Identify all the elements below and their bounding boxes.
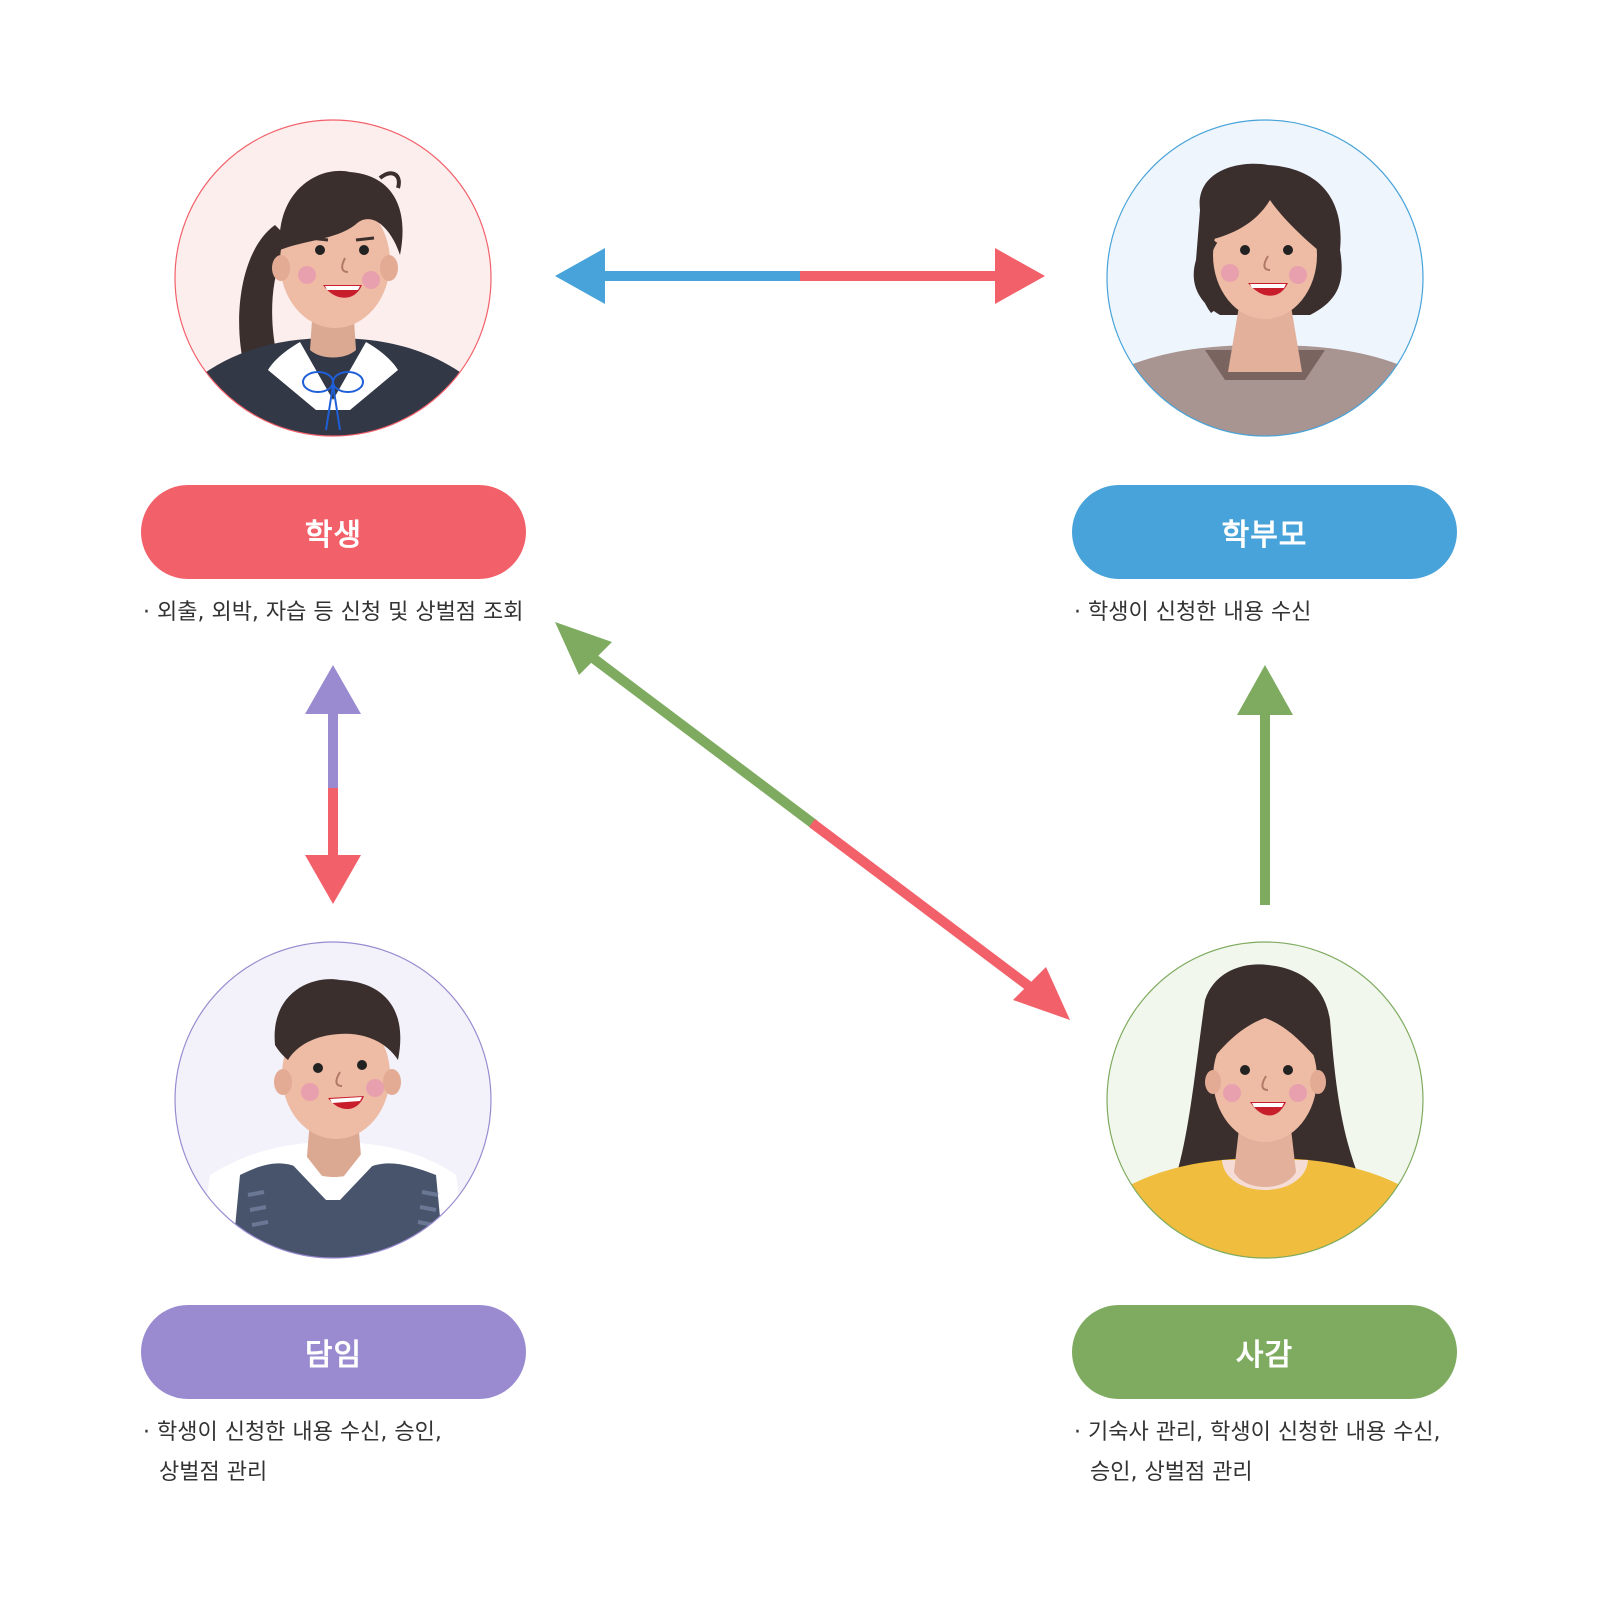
dorm-description-line-2: 승인, 상벌점 관리: [1090, 1460, 1253, 1485]
homeroom-teacher-avatar-icon: [174, 941, 492, 1259]
dorm-label-pill: 사감: [1072, 1305, 1457, 1399]
homeroom-label-pill: 담임: [141, 1305, 526, 1399]
parent-label-pill: 학부모: [1072, 485, 1457, 579]
dorm-supervisor-avatar-icon: [1106, 941, 1424, 1259]
arrow-student-parent: [555, 248, 1045, 304]
homeroom-description-line-2: 상벌점 관리: [159, 1460, 268, 1485]
parent-avatar-icon: [1106, 119, 1424, 437]
student-label-pill: 학생: [141, 485, 526, 579]
parent-description: · 학생이 신청한 내용 수신: [1074, 593, 1311, 633]
dorm-description-line-1: · 기숙사 관리, 학생이 신청한 내용 수신,: [1074, 1420, 1441, 1445]
arrow-student-dorm: [555, 622, 1070, 1020]
parent-description-line-1: · 학생이 신청한 내용 수신: [1074, 600, 1312, 625]
student-description: · 외출, 외박, 자습 등 신청 및 상벌점 조회: [143, 593, 524, 633]
homeroom-description-line-1: · 학생이 신청한 내용 수신, 승인,: [143, 1420, 442, 1445]
student-avatar-icon: [174, 119, 492, 437]
dorm-description: · 기숙사 관리, 학생이 신청한 내용 수신, 승인, 상벌점 관리: [1074, 1413, 1441, 1493]
homeroom-description: · 학생이 신청한 내용 수신, 승인, 상벌점 관리: [143, 1413, 442, 1493]
student-description-line-1: · 외출, 외박, 자습 등 신청 및 상벌점 조회: [143, 600, 524, 625]
arrow-student-homeroom: [305, 665, 361, 904]
arrow-dorm-parent: [1237, 665, 1293, 905]
